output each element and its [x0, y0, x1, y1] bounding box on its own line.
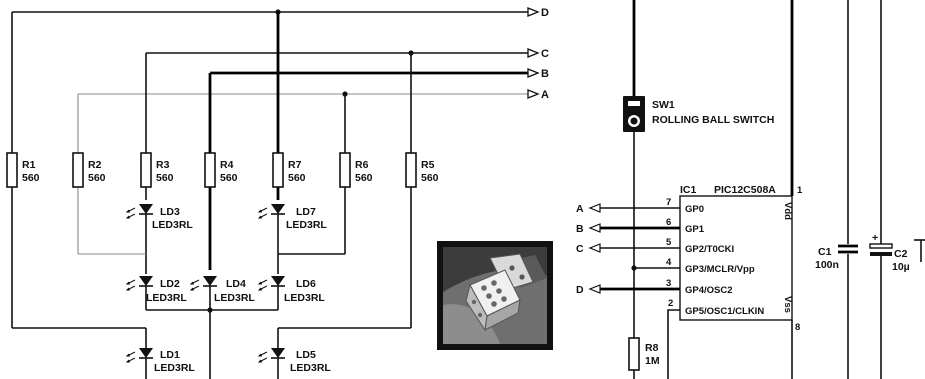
ic1-pin-gp0-num: 7 — [666, 197, 671, 208]
capacitor-c2-ref: C2 — [894, 248, 908, 260]
led-ld1-ref: LD1 — [160, 349, 180, 361]
resistor-r4-ref: R4 — [220, 159, 234, 171]
led-ld4-part: LED3RL — [214, 292, 255, 304]
resistor-r5-ref: R5 — [421, 159, 435, 171]
resistor-r8-value: 1M — [645, 355, 660, 367]
resistor-r5 — [405, 152, 417, 188]
ic1-pin-gp4-net: D — [576, 284, 584, 296]
net-a-label: A — [541, 89, 549, 101]
junction-dot — [207, 307, 213, 313]
resistor-r6-value: 560 — [355, 172, 373, 184]
resistor-r6-ref: R6 — [355, 159, 369, 171]
capacitor-c2-plate — [870, 252, 892, 256]
net-a-arrow — [527, 89, 540, 99]
led-ld5 — [257, 348, 285, 379]
led-ld6-ref: LD6 — [296, 278, 316, 290]
net-d-arrow — [527, 7, 540, 17]
ic1-vdd-label: Vdd — [782, 202, 793, 220]
led-ld7 — [257, 204, 285, 224]
ic1-pin-gp1 — [588, 223, 680, 233]
junction-dot — [631, 265, 637, 271]
ic1-body — [679, 195, 793, 321]
net-c-label: C — [541, 48, 549, 60]
rolling-ball-switch — [623, 96, 645, 132]
resistor-r8 — [628, 337, 640, 371]
capacitor-c1-ref: C1 — [818, 246, 832, 258]
net-d-label: D — [541, 7, 549, 19]
capacitor-c1-value: 100n — [815, 259, 839, 271]
led-ld6-part: LED3RL — [284, 292, 325, 304]
ic1-vss-label: Vss — [782, 296, 793, 313]
led-ld2 — [125, 276, 153, 291]
resistor-r1-ref: R1 — [22, 159, 36, 171]
led-ld3 — [125, 204, 153, 224]
resistor-r2 — [72, 152, 84, 188]
led-ld3-ref: LD3 — [160, 206, 180, 218]
dice-image — [437, 241, 553, 350]
led-ld7-part: LED3RL — [286, 219, 327, 231]
ic1-ref: IC1 — [680, 184, 697, 196]
ic1-pin-gp5-wire — [667, 309, 680, 379]
ic1-pin-gp1-num: 6 — [666, 217, 671, 228]
resistor-r7 — [272, 152, 284, 188]
ic1-pin-gp2-net: C — [576, 243, 584, 255]
ic1-pin-gp2 — [588, 243, 680, 253]
capacitor-c2-polarity: + — [872, 232, 878, 244]
ic1-pin-gp2-num: 5 — [666, 237, 672, 248]
led-ld7-ref: LD7 — [296, 206, 316, 218]
resistor-r7-ref: R7 — [288, 159, 302, 171]
ic1-part: PIC12C508A — [714, 184, 776, 196]
ic1-pin-gp4-num: 3 — [666, 278, 671, 289]
ic1-vdd-pin: 1 — [797, 185, 803, 196]
ic1-pin-gp1-net: B — [576, 223, 584, 235]
led-ld3-part: LED3RL — [152, 219, 193, 231]
led-ld5-ref: LD5 — [296, 349, 316, 361]
led-ld4 — [189, 276, 217, 291]
ic1-pin-gp4-name: GP4/OSC2 — [685, 285, 733, 296]
resistor-r4 — [204, 152, 216, 188]
resistor-r3-value: 560 — [156, 172, 174, 184]
led-ld2-part: LED3RL — [146, 292, 187, 304]
resistor-r3-ref: R3 — [156, 159, 170, 171]
led-ld1-part: LED3RL — [154, 362, 195, 374]
capacitor-c2-value: 10µ — [892, 261, 910, 273]
resistor-r2-value: 560 — [88, 172, 106, 184]
ic1-pin-gp2-name: GP2/T0CKI — [685, 244, 734, 255]
net-b-label: B — [541, 68, 549, 80]
resistor-r1-value: 560 — [22, 172, 40, 184]
led-ld6 — [257, 276, 285, 291]
ic1-vss-pin: 8 — [795, 322, 800, 333]
resistor-r6 — [339, 152, 351, 188]
ic1-pin-gp0-net: A — [576, 203, 584, 215]
ic1-pin-gp1-name: GP1 — [685, 224, 705, 235]
ic1-pin-gp3-name: GP3/MCLR/Vpp — [685, 264, 755, 275]
net-c-arrow — [527, 48, 540, 58]
resistor-r1 — [6, 152, 18, 188]
ic1-pin-gp3-num: 4 — [666, 257, 672, 268]
net-b-arrow — [527, 68, 540, 78]
led-ld2-ref: LD2 — [160, 278, 180, 290]
switch-name: ROLLING BALL SWITCH — [652, 114, 774, 126]
resistor-r4-value: 560 — [220, 172, 238, 184]
resistor-r7-value: 560 — [288, 172, 306, 184]
resistor-r2-ref: R2 — [88, 159, 102, 171]
ic1-pin-gp5-num: 2 — [668, 298, 673, 309]
resistor-r3 — [140, 152, 152, 188]
ic1-pin-gp4 — [588, 284, 680, 294]
ic1-pin-gp5-name: GP5/OSC1/CLKIN — [685, 306, 764, 317]
led-ld1 — [125, 348, 153, 379]
resistor-r5-value: 560 — [421, 172, 439, 184]
led-ld4-ref: LD4 — [226, 278, 246, 290]
ic1-pin-gp0-name: GP0 — [685, 204, 704, 215]
capacitor-c2-plate — [869, 243, 893, 249]
ic1-pin-gp0 — [588, 203, 680, 213]
switch-ref: SW1 — [652, 99, 675, 111]
resistor-r8-ref: R8 — [645, 342, 659, 354]
led-ld5-part: LED3RL — [290, 362, 331, 374]
